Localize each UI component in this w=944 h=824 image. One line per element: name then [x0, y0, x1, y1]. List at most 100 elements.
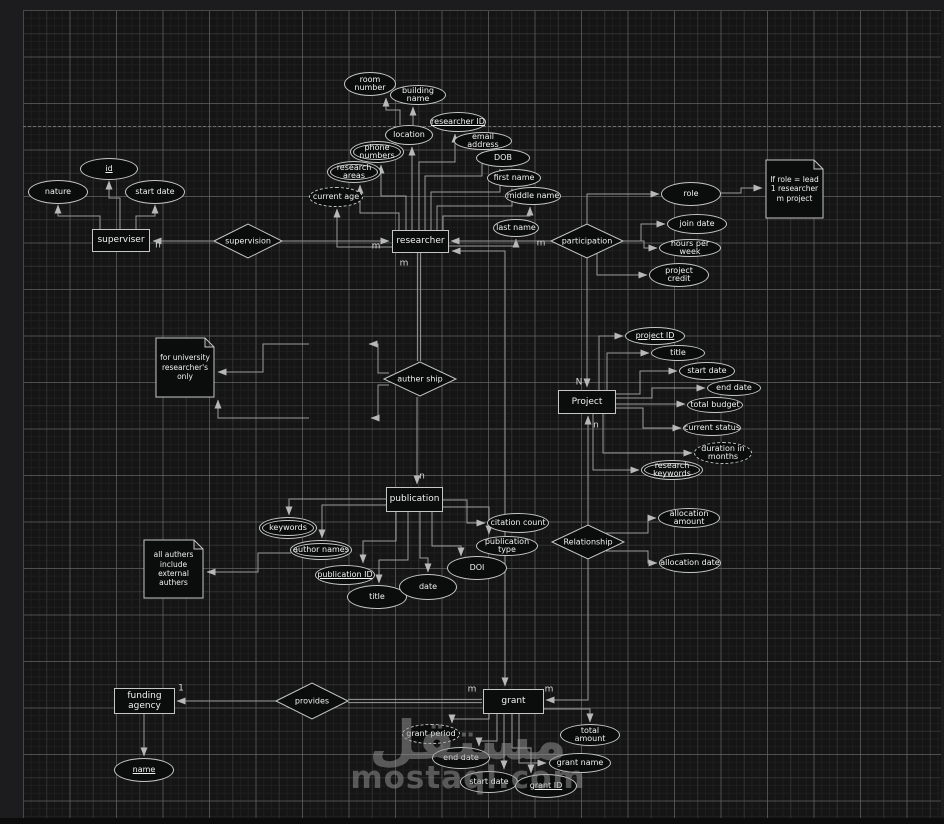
attribute-current-status[interactable]: current status [683, 420, 741, 436]
relationship-label-provides[interactable]: provides [294, 696, 330, 706]
relationship-label-supervision[interactable]: supervision [225, 236, 271, 246]
connector[interactable] [419, 512, 432, 573]
attribute-current-age[interactable]: current age [309, 187, 363, 207]
attribute-project-id[interactable]: project ID [625, 327, 685, 345]
card-authership-m[interactable]: m [399, 258, 409, 269]
attribute-join-date[interactable]: join date [667, 214, 727, 234]
connector[interactable] [54, 204, 101, 229]
connector[interactable] [382, 97, 401, 125]
connector[interactable] [475, 714, 498, 747]
attribute-research-keywords[interactable]: research keywords [641, 460, 703, 480]
relationship-label-auther-ship[interactable]: auther ship [397, 374, 443, 384]
connector[interactable] [592, 414, 640, 474]
attribute-dob[interactable]: DOB [476, 149, 530, 167]
attribute-doi[interactable]: DOI [447, 556, 507, 580]
connector[interactable] [442, 506, 493, 535]
connector[interactable] [606, 349, 650, 390]
attribute-grant-id[interactable]: grant ID [515, 774, 577, 798]
connector[interactable] [368, 340, 389, 374]
attribute-hours-per-week[interactable]: hours per week [659, 239, 721, 257]
connector[interactable] [356, 184, 400, 230]
connector[interactable] [544, 708, 594, 723]
attribute-email-address[interactable]: email address [454, 132, 512, 150]
attribute-grant-end-date[interactable]: end date [432, 747, 490, 769]
card-participation-m[interactable]: m [536, 238, 546, 249]
attribute-total-amount[interactable]: total amount [560, 724, 620, 746]
entity-publication[interactable]: publication [386, 487, 443, 512]
attribute-pub-title[interactable]: title [347, 585, 407, 609]
connector[interactable] [285, 498, 386, 516]
connector[interactable] [448, 714, 490, 724]
attribute-building-name[interactable]: building name [390, 85, 446, 105]
attribute-total-budget[interactable]: total budget [687, 397, 743, 413]
connector[interactable] [616, 384, 706, 399]
connector[interactable] [135, 204, 159, 229]
attribute-role[interactable]: role [661, 182, 721, 206]
attribute-phone-numbers[interactable]: phone numbers [350, 141, 404, 163]
card-funding-1[interactable]: 1 [178, 683, 184, 694]
note-role-rule[interactable] [765, 159, 824, 219]
relationship-supervision[interactable] [212, 223, 284, 259]
connector[interactable] [442, 206, 534, 230]
connector[interactable] [442, 499, 486, 527]
attribute-agency-name[interactable]: name [114, 758, 174, 782]
connector[interactable] [616, 407, 682, 432]
connector[interactable] [616, 367, 678, 395]
entity-funding-agency[interactable]: funding agency [114, 688, 175, 714]
attribute-keywords[interactable]: keywords [259, 517, 317, 539]
card-project-N[interactable]: N [575, 377, 583, 388]
card-supervision-m[interactable]: m [371, 241, 381, 252]
connector[interactable] [318, 504, 386, 539]
connector[interactable] [375, 512, 409, 584]
card-project-n[interactable]: n [593, 420, 599, 431]
connector[interactable] [370, 384, 389, 422]
card-supervision-n[interactable]: n [155, 240, 161, 251]
attribute-location[interactable]: location [385, 125, 433, 145]
connector[interactable] [598, 332, 624, 390]
entity-researcher[interactable]: researcher [392, 230, 449, 253]
connector[interactable] [451, 247, 509, 687]
connector[interactable] [377, 164, 407, 230]
attribute-sup-start-date[interactable]: start date [125, 180, 185, 204]
attribute-citation-count[interactable]: citation count [487, 513, 549, 533]
entity-superviser[interactable]: superviser [92, 229, 150, 252]
connector[interactable] [359, 512, 397, 564]
relationship-participation[interactable] [549, 223, 625, 259]
attribute-allocation-date[interactable]: allocation date [659, 553, 721, 573]
attribute-nature[interactable]: nature [28, 180, 88, 204]
connector[interactable] [217, 343, 309, 376]
card-grant-left-m[interactable]: m [467, 684, 477, 695]
note-university[interactable] [155, 337, 215, 398]
attribute-proj-start-date[interactable]: start date [679, 362, 735, 380]
connector[interactable] [606, 550, 658, 567]
attribute-room-number[interactable]: room number [344, 72, 396, 96]
connector[interactable] [622, 240, 658, 252]
attribute-last-name[interactable]: last name [493, 219, 539, 237]
card-publication-n[interactable]: n [419, 471, 425, 482]
attribute-middle-name[interactable]: middle name [505, 187, 561, 205]
connector[interactable] [431, 512, 465, 557]
connector[interactable] [333, 208, 392, 248]
attribute-id[interactable]: id [80, 158, 138, 180]
attribute-researcher-id[interactable]: researcher ID [430, 112, 486, 132]
attribute-pub-date[interactable]: date [399, 574, 457, 600]
connector[interactable] [424, 151, 486, 230]
entity-grant[interactable]: grant [483, 689, 544, 714]
card-grant-right-m[interactable]: m [544, 684, 554, 695]
connector[interactable] [545, 559, 589, 704]
connector[interactable] [511, 714, 535, 774]
attribute-grant-period[interactable]: grant period [402, 724, 460, 744]
attribute-author-names[interactable]: author names [290, 540, 352, 560]
relationship-auther-ship[interactable] [382, 361, 458, 397]
attribute-duration-months[interactable]: duration in months [694, 442, 752, 464]
connector[interactable] [606, 514, 657, 534]
entity-project[interactable]: Project [558, 390, 616, 414]
attribute-first-name[interactable]: first name [487, 169, 541, 187]
connector[interactable] [518, 714, 547, 767]
attribute-grant-name[interactable]: grant name [549, 753, 611, 773]
connector[interactable] [622, 220, 666, 242]
connector[interactable] [721, 184, 763, 194]
relationship-provides[interactable] [274, 682, 350, 720]
connector[interactable] [586, 190, 660, 225]
